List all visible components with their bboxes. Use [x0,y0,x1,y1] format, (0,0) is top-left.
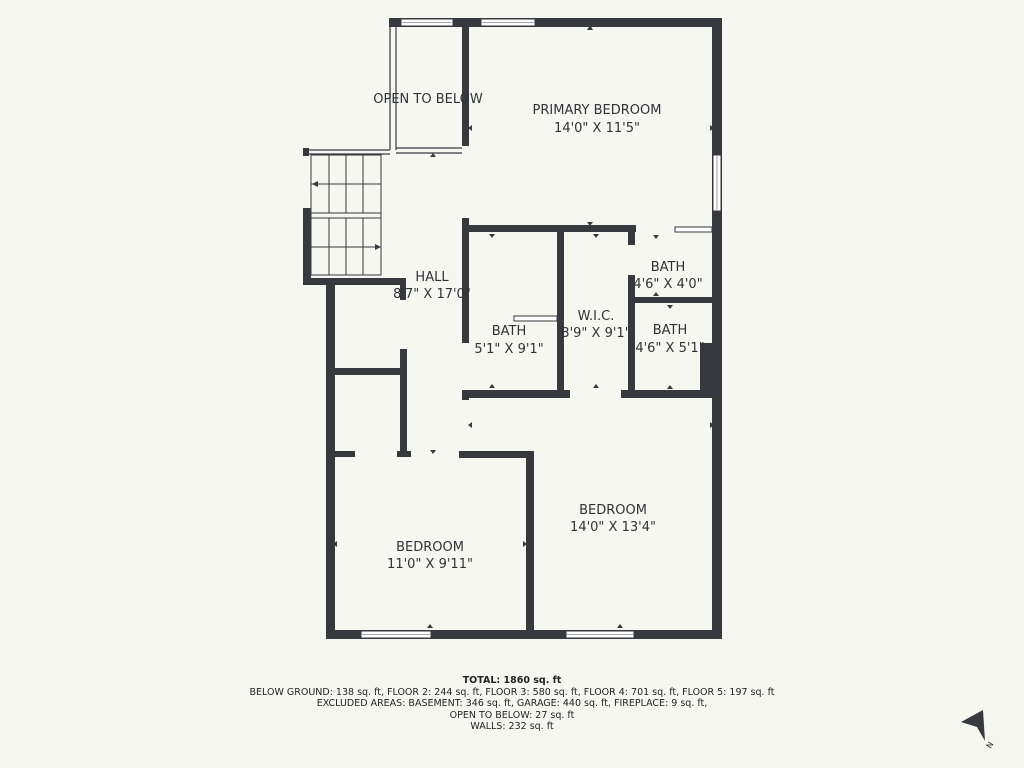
room-bath-small-dims: 4'6" X 5'1" [635,341,704,356]
room-open-to-below-name: OPEN TO BELOW [373,92,483,107]
dimension-ticks [333,25,714,628]
room-bedroom-left-dims: 11'0" X 9'11" [387,557,473,572]
interior-walls [335,18,716,633]
room-bedroom-left-name: BEDROOM [396,540,464,555]
room-bath-main-dims: 5'1" X 9'1" [474,342,543,357]
room-bath-small-name: BATH [653,323,688,338]
compass: N [961,710,995,750]
windows [360,18,722,639]
sliding-doors [513,226,713,322]
summary-floors: BELOW GROUND: 138 sq. ft, FLOOR 2: 244 s… [249,686,775,698]
room-wic-dims: 3'9" X 9'1" [561,326,630,341]
room-bath-main-name: BATH [492,324,527,339]
room-primary-bedroom-dims: 14'0" X 11'5" [554,121,640,136]
summary-total: TOTAL: 1860 sq. ft [462,675,562,686]
exterior-walls [303,18,722,639]
open-to-below-railing [309,27,462,155]
room-bedroom-right-dims: 14'0" X 13'4" [570,520,656,535]
room-bedroom-right-name: BEDROOM [579,503,647,518]
summary-walls: WALLS: 232 sq. ft [470,721,554,733]
staircase [310,154,382,276]
room-hall-dims: 8'7" X 17'0" [393,287,471,302]
room-primary-bedroom-name: PRIMARY BEDROOM [533,103,662,118]
summary-excluded: EXCLUDED AREAS: BASEMENT: 346 sq. ft, GA… [316,698,708,710]
compass-arrow-icon [961,710,985,741]
compass-label: N [985,740,996,750]
room-bath-ensuite-name: BATH [651,260,686,275]
summary-open-to-below: OPEN TO BELOW: 27 sq. ft [449,709,575,721]
room-bath-ensuite-dims: 4'6" X 4'0" [633,277,702,292]
area-summary: TOTAL: 1860 sq. ft BELOW GROUND: 138 sq.… [0,675,1024,733]
room-hall-name: HALL [415,270,449,285]
room-labels: OPEN TO BELOW PRIMARY BEDROOM 14'0" X 11… [373,92,704,572]
room-wic-name: W.I.C. [578,309,615,324]
